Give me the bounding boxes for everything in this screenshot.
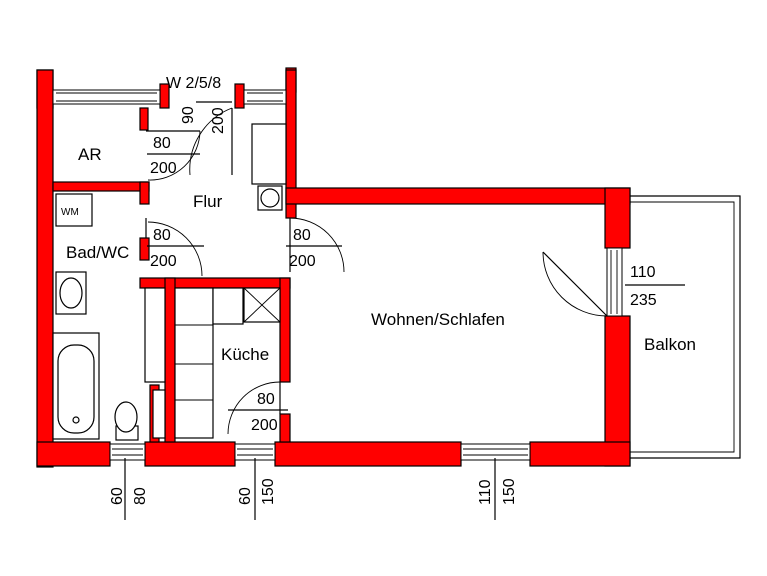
window-bad-width: 60 — [109, 487, 126, 505]
door-entrance-height: 200 — [210, 107, 227, 134]
door-bad-swing — [147, 221, 203, 277]
wall-bottom-1 — [36, 441, 111, 467]
wall-ar-bad — [52, 181, 150, 192]
window-wohnen-height: 150 — [501, 478, 518, 505]
wall-kueche-right — [279, 277, 291, 383]
door-wohnen-swing — [289, 217, 345, 273]
bathtub-basin — [57, 344, 95, 434]
door-bad-width: 80 — [153, 227, 171, 244]
fixtures — [52, 123, 287, 441]
door-kueche-width: 80 — [257, 391, 275, 408]
window-kueche — [234, 443, 276, 461]
wall-kueche-right-lower — [279, 413, 291, 443]
door-balkon-height: 235 — [630, 292, 657, 309]
window-kueche-width: 60 — [237, 487, 254, 505]
dimension-lines — [124, 101, 685, 520]
door-wohnen-width: 80 — [293, 227, 311, 244]
toilet-bowl-icon — [114, 401, 138, 433]
door-bad-height: 200 — [150, 253, 177, 270]
wall-living-right-upper — [604, 187, 631, 249]
window-top-left — [52, 89, 161, 105]
window-wohnen — [460, 443, 531, 461]
window-wohnen-width: 110 — [477, 479, 494, 505]
boiler-icon — [260, 188, 280, 208]
room-label-balkon: Balkon — [644, 335, 696, 354]
balcony-door — [542, 247, 623, 317]
bad-shaft-lower — [152, 389, 166, 439]
wall-kueche-left — [164, 277, 176, 443]
door-kueche-height: 200 — [251, 417, 278, 434]
wall-left — [36, 69, 54, 468]
plan-title: W 2/5/8 — [166, 75, 221, 92]
room-label-bad: Bad/WC — [66, 243, 129, 262]
flur-cabinet — [251, 123, 287, 185]
room-label-kueche: Küche — [221, 345, 269, 364]
bathtub-drain-icon — [72, 416, 80, 424]
bad-shaft — [144, 287, 166, 383]
wall-top-right-jamb — [234, 83, 245, 109]
room-label-ar: AR — [78, 145, 102, 164]
room-label-wm: WM — [61, 207, 79, 218]
door-ar-width: 80 — [153, 135, 171, 152]
washing-machine — [55, 193, 93, 227]
wall-bad-right-stub — [139, 237, 150, 261]
balkon-area — [630, 195, 741, 459]
wall-ar-right-stub — [139, 107, 149, 131]
door-entrance-width: 90 — [180, 106, 197, 124]
door-ar-swing — [147, 130, 201, 181]
door-ar-height: 200 — [150, 160, 177, 177]
wall-living-top — [285, 187, 631, 205]
window-bad — [109, 443, 146, 461]
balcony-door-frame — [606, 247, 623, 317]
room-label-flur: Flur — [193, 192, 223, 211]
door-balkon-width: 110 — [630, 264, 656, 281]
door-kueche-swing — [227, 381, 281, 435]
sink-basin-icon — [59, 277, 83, 309]
kitchen-counter — [174, 287, 214, 439]
wall-ar-bad-jamb — [139, 181, 150, 205]
window-bad-height: 80 — [132, 487, 149, 505]
doors — [145, 107, 345, 435]
room-label-wohnen: Wohnen/Schlafen — [371, 310, 505, 329]
door-wohnen-height: 200 — [289, 253, 316, 270]
labels: W 2/5/8 AR Flur Bad/WC WM Küche Wohnen/S… — [61, 75, 696, 505]
balcony-door-leaf — [542, 251, 608, 317]
windows-top — [52, 89, 287, 105]
wall-kueche-top — [139, 277, 291, 289]
window-top-right — [243, 89, 287, 105]
wall-bottom-2 — [144, 441, 236, 467]
wall-bottom-3 — [274, 441, 462, 467]
wall-bottom-4 — [529, 441, 631, 467]
kitchen-cabinet — [212, 287, 244, 325]
window-kueche-height: 150 — [260, 478, 277, 505]
